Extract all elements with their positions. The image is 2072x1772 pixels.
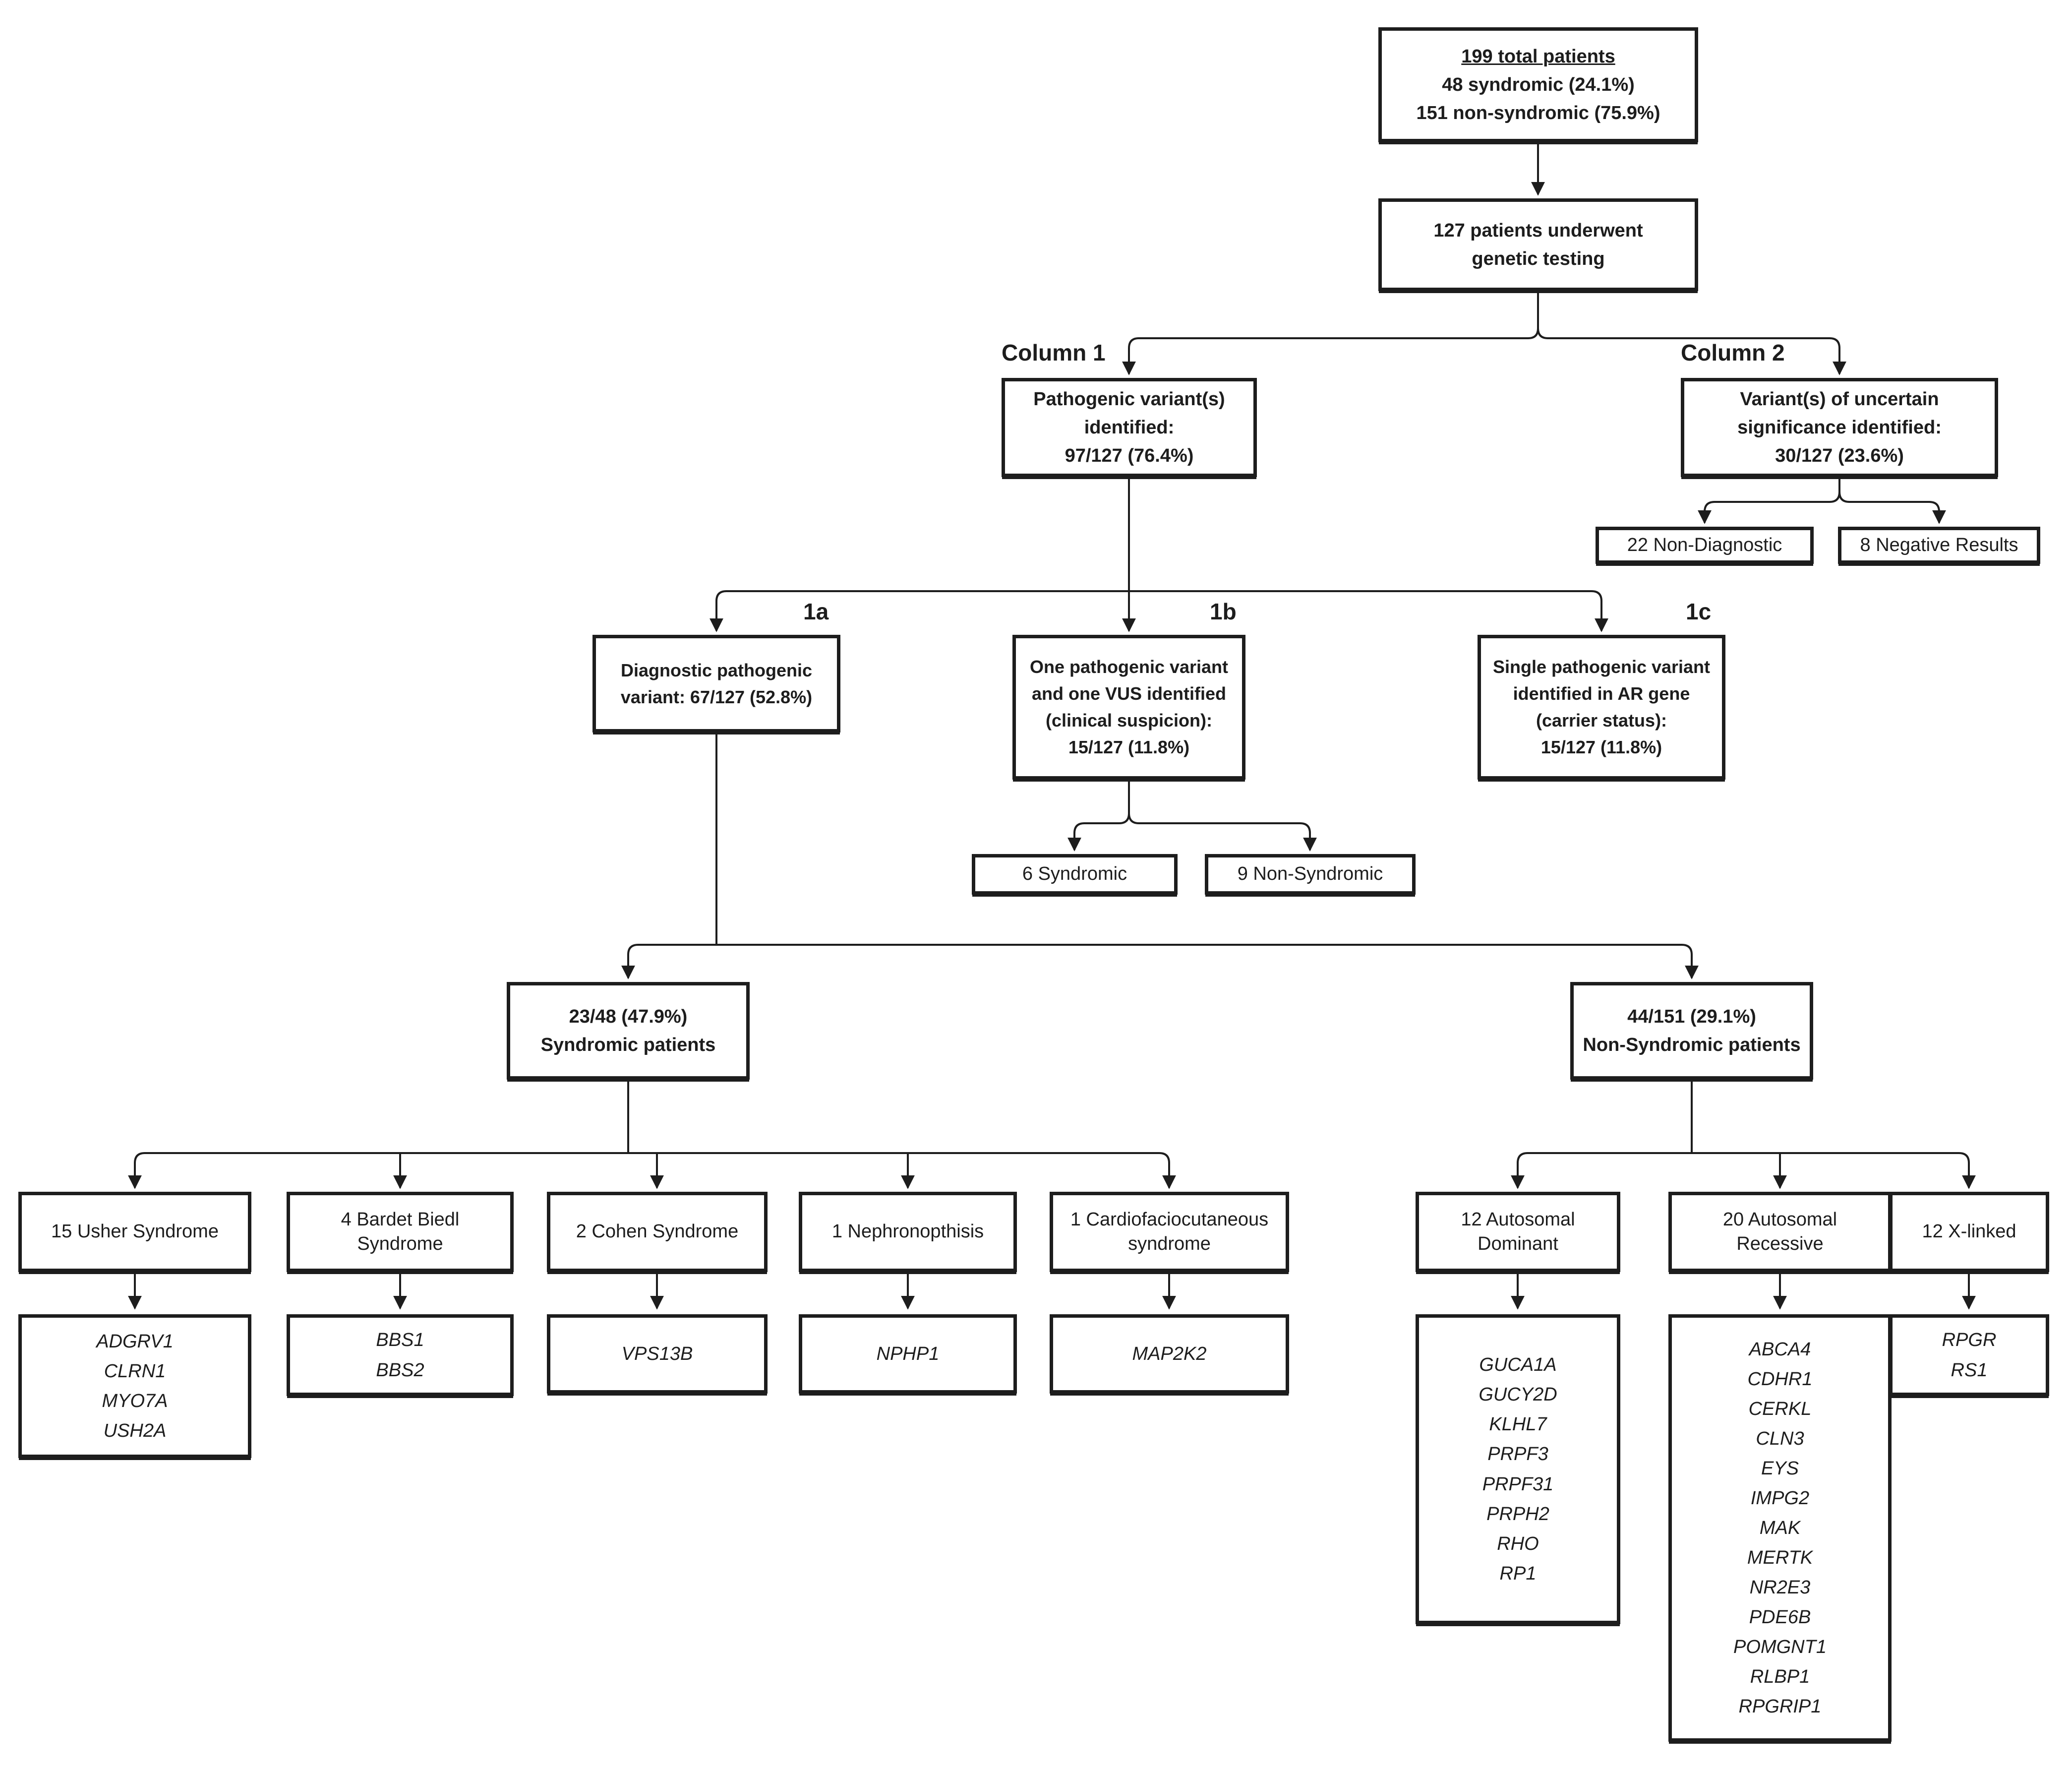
nephronopthisis-label: 1 Nephronopthisis	[831, 1221, 984, 1242]
cohen-genes-list: VPS13B	[621, 1343, 693, 1364]
carrier-status-text: Single pathogenic variant identified in …	[1492, 657, 1711, 757]
autosomal-dominant-genes-list: GUCA1A GUCY2D KLHL7 PRPF3 PRPF31 PRPH2 R…	[1479, 1354, 1557, 1584]
vus-box: Variant(s) of uncertain significance ide…	[1681, 378, 1998, 477]
cardiofaciocutaneous-box: 1 Cardiofaciocutaneous syndrome	[1050, 1192, 1289, 1272]
x-linked-label: 12 X-linked	[1922, 1221, 2016, 1242]
autosomal-recessive-genes-list: ABCA4 CDHR1 CERKL CLN3 EYS IMPG2 MAK MER…	[1733, 1339, 1827, 1717]
autosomal-recessive-box: 20 Autosomal Recessive	[1668, 1192, 1892, 1272]
syndromic-patients-text: 23/48 (47.9%) Syndromic patients	[540, 1006, 716, 1055]
total-patients-title: 199 total patients	[1461, 46, 1615, 67]
usher-syndrome-box: 15 Usher Syndrome	[18, 1192, 251, 1272]
vus-text: Variant(s) of uncertain significance ide…	[1737, 388, 1942, 466]
usher-syndrome-label: 15 Usher Syndrome	[51, 1221, 219, 1242]
cardiofaciocutaneous-label: 1 Cardiofaciocutaneous syndrome	[1070, 1209, 1269, 1254]
carrier-status-box: Single pathogenic variant identified in …	[1478, 635, 1725, 780]
nephronopthisis-genes-list: NPHP1	[876, 1343, 940, 1364]
group-1b-label: 1b	[1210, 599, 1237, 624]
pathogenic-variants-box: Pathogenic variant(s) identified: 97/127…	[1002, 378, 1257, 477]
bardet-biedl-genes-box: BBS1 BBS2	[287, 1314, 514, 1396]
syndromic-count-text: 6 Syndromic	[1022, 863, 1127, 885]
autosomal-dominant-label: 12 Autosomal Dominant	[1461, 1209, 1575, 1254]
non-syndromic-count-text: 9 Non-Syndromic	[1237, 863, 1383, 885]
bardet-biedl-box: 4 Bardet Biedl Syndrome	[287, 1192, 514, 1272]
autosomal-recessive-genes-box: ABCA4 CDHR1 CERKL CLN3 EYS IMPG2 MAK MER…	[1668, 1314, 1892, 1742]
total-patients-detail: 48 syndromic (24.1%) 151 non-syndromic (…	[1416, 74, 1660, 123]
genetic-testing-text: 127 patients underwent genetic testing	[1433, 220, 1643, 269]
one-pathogenic-one-vus-box: One pathogenic variant and one VUS ident…	[1012, 635, 1245, 780]
cardiofaciocutaneous-genes-box: MAP2K2	[1050, 1314, 1289, 1394]
nephronopthisis-genes-box: NPHP1	[799, 1314, 1017, 1394]
non-syndromic-count-box: 9 Non-Syndromic	[1205, 854, 1416, 895]
genetic-testing-box: 127 patients underwent genetic testing	[1378, 198, 1698, 291]
syndromic-count-box: 6 Syndromic	[972, 854, 1178, 895]
x-linked-box: 12 X-linked	[1889, 1192, 2049, 1272]
cohen-genes-box: VPS13B	[547, 1314, 768, 1394]
x-linked-genes-list: RPGR RS1	[1942, 1330, 1997, 1381]
negative-results-text: 8 Negative Results	[1860, 534, 2018, 555]
non-diagnostic-text: 22 Non-Diagnostic	[1627, 534, 1782, 555]
diagnostic-variant-text: Diagnostic pathogenic variant: 67/127 (5…	[620, 660, 813, 707]
usher-genes-box: ADGRV1 CLRN1 MYO7A USH2A	[18, 1314, 251, 1458]
x-linked-genes-box: RPGR RS1	[1889, 1314, 2049, 1396]
cohen-syndrome-box: 2 Cohen Syndrome	[547, 1192, 768, 1272]
syndromic-patients-box: 23/48 (47.9%) Syndromic patients	[507, 982, 750, 1080]
non-diagnostic-box: 22 Non-Diagnostic	[1596, 527, 1814, 564]
cardiofaciocutaneous-genes-list: MAP2K2	[1132, 1343, 1207, 1364]
group-1a-label: 1a	[803, 599, 829, 624]
pathogenic-variants-text: Pathogenic variant(s) identified: 97/127…	[1033, 388, 1225, 466]
diagnostic-variant-box: Diagnostic pathogenic variant: 67/127 (5…	[592, 635, 840, 733]
autosomal-dominant-box: 12 Autosomal Dominant	[1416, 1192, 1620, 1272]
usher-genes-list: ADGRV1 CLRN1 MYO7A USH2A	[96, 1331, 174, 1442]
bardet-biedl-label: 4 Bardet Biedl Syndrome	[341, 1209, 460, 1254]
negative-results-box: 8 Negative Results	[1838, 527, 2040, 564]
group-1c-label: 1c	[1686, 599, 1712, 624]
autosomal-recessive-label: 20 Autosomal Recessive	[1722, 1209, 1837, 1254]
one-pathogenic-one-vus-text: One pathogenic variant and one VUS ident…	[1029, 657, 1229, 757]
non-syndromic-patients-box: 44/151 (29.1%) Non-Syndromic patients	[1570, 982, 1813, 1080]
cohen-syndrome-label: 2 Cohen Syndrome	[576, 1221, 739, 1242]
column2-label: Column 2	[1681, 340, 1785, 366]
total-patients-box: 199 total patients 48 syndromic (24.1%) …	[1378, 27, 1698, 142]
autosomal-dominant-genes-box: GUCA1A GUCY2D KLHL7 PRPF3 PRPF31 PRPH2 R…	[1416, 1314, 1620, 1624]
column1-label: Column 1	[1002, 340, 1106, 366]
nephronopthisis-box: 1 Nephronopthisis	[799, 1192, 1017, 1272]
bardet-biedl-genes-list: BBS1 BBS2	[376, 1330, 424, 1381]
non-syndromic-patients-text: 44/151 (29.1%) Non-Syndromic patients	[1583, 1006, 1801, 1055]
